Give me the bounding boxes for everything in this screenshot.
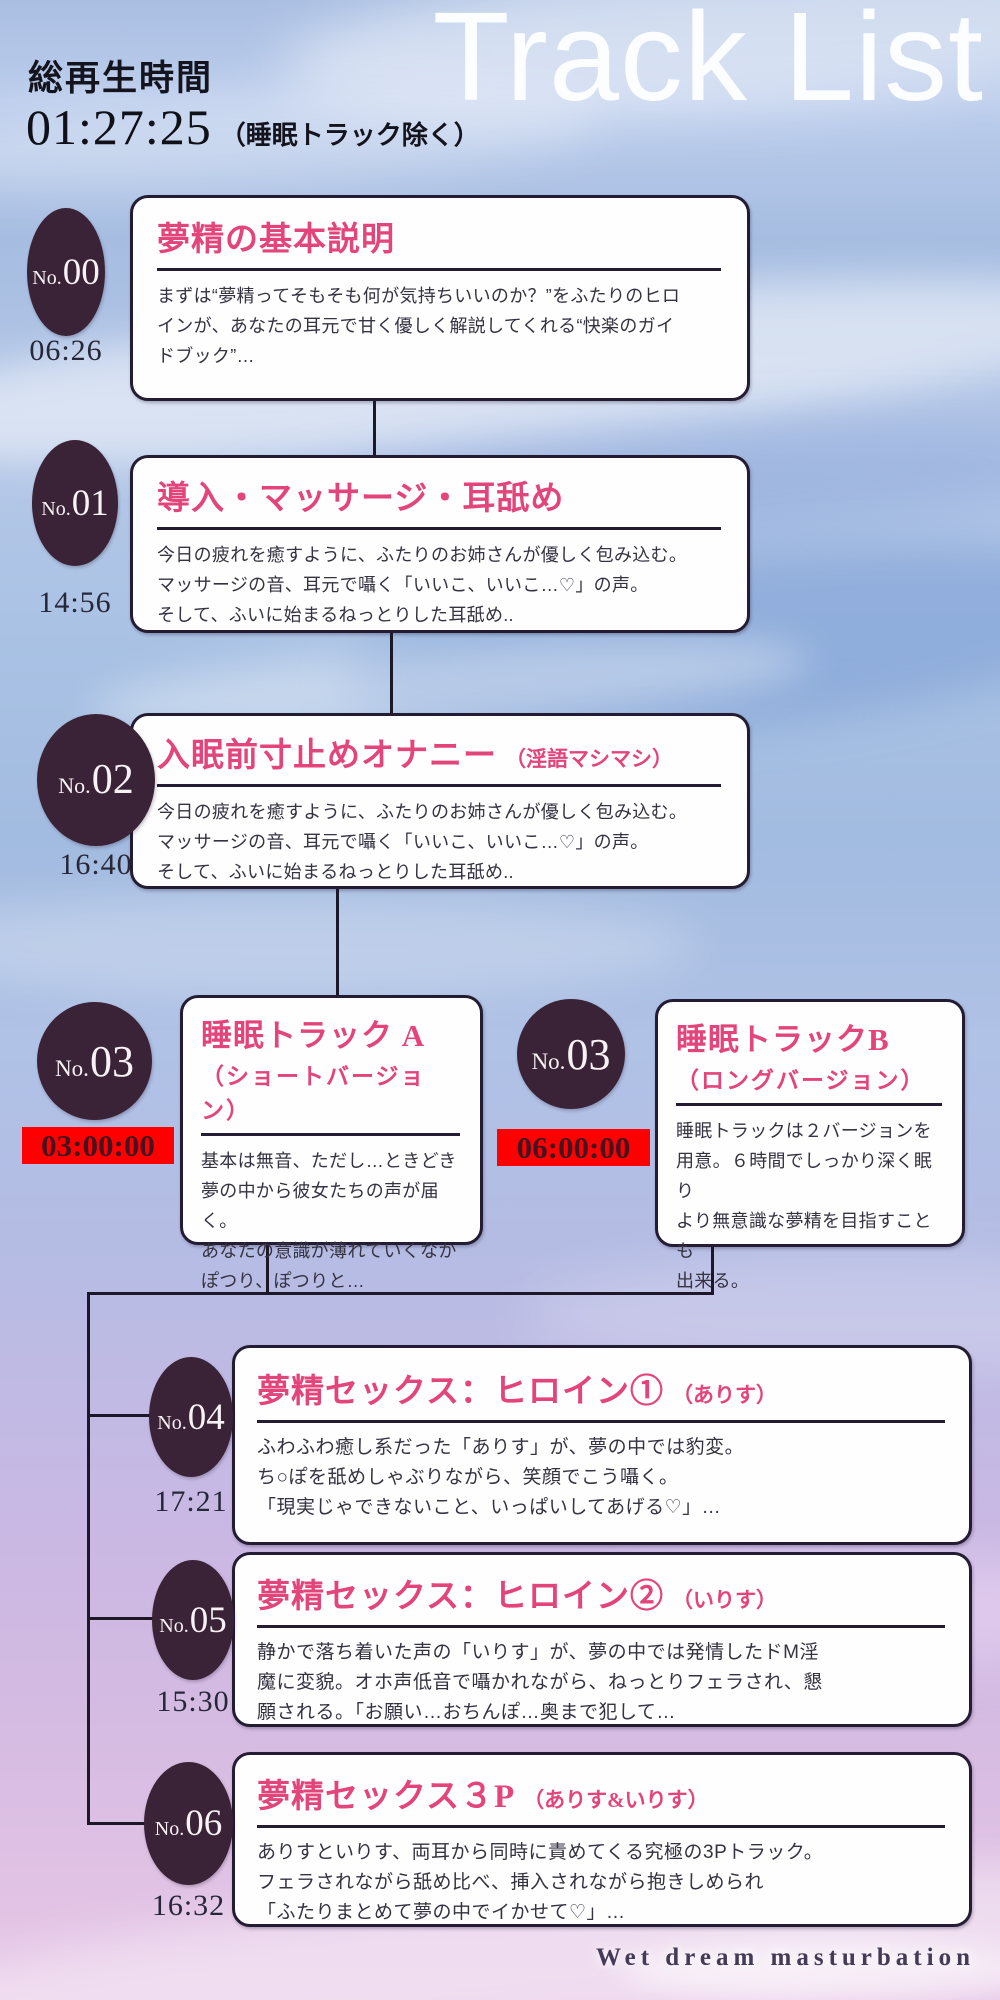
track-title: 夢精セックス：ヒロイン② xyxy=(257,1579,665,1615)
connector-line xyxy=(87,1292,714,1295)
track-title: 夢精の基本説明 xyxy=(157,222,395,258)
track-number-badge-04: No.04 xyxy=(149,1357,233,1477)
track-card-03a: 睡眠トラック A （ショートバージョン） 基本は無音、ただし…ときどき 夢の中か… xyxy=(180,995,483,1291)
track-card-05: 夢精セックス：ヒロイン② （いりす） 静かで落ち着いた声の「いりす」が、夢の中で… xyxy=(232,1552,972,1727)
track-description: ありすといりす、両耳から同時に責めてくる究極の3Pトラック。 フェラされながら舐… xyxy=(257,1842,824,1923)
total-playtime-value: 01:27:25 xyxy=(26,99,212,155)
track-title-note: （いりす） xyxy=(672,1588,778,1612)
connector-line xyxy=(266,1243,269,1295)
track-number-value: 03 xyxy=(566,1029,611,1079)
track-duration-04: 17:21 xyxy=(154,1485,228,1518)
track-number-prefix: No. xyxy=(157,1411,187,1434)
track-number-badge-00: No.00 xyxy=(27,208,105,336)
title-divider xyxy=(201,1133,460,1136)
track-title: 睡眠トラックB xyxy=(676,1022,890,1057)
track-title: 夢精セックス：ヒロイン① xyxy=(257,1374,665,1410)
track-duration-01: 14:56 xyxy=(38,586,112,619)
track-number-value: 03 xyxy=(89,1036,134,1086)
footer-caption: Wet dream masturbation xyxy=(596,1944,975,1971)
track-number-badge-05: No.05 xyxy=(152,1560,234,1680)
title-divider xyxy=(157,527,721,530)
track-duration-highlight-03b: 06:00:00 xyxy=(497,1129,650,1166)
track-duration-00: 06:26 xyxy=(29,334,103,367)
title-divider xyxy=(157,784,721,787)
track-duration-highlight-03a: 03:00:00 xyxy=(22,1127,174,1164)
track-card-03b: 睡眠トラックB （ロングバージョン） 睡眠トラックは２バージョンを 用意。６時間… xyxy=(655,999,965,1291)
track-description: まずは“夢精ってそもそも何が気持ちいいのか？”をふたりのヒロ インが、あなたの耳… xyxy=(157,286,681,366)
track-number-badge-03a: No.03 xyxy=(37,1002,152,1120)
track-number-value: 05 xyxy=(189,1599,227,1641)
connector-line xyxy=(711,1245,714,1295)
track-description: 今日の疲れを癒すように、ふたりのお姉さんが優しく包み込む。 マッサージの音、耳元… xyxy=(157,545,688,625)
track-number-prefix: No. xyxy=(531,1048,566,1074)
track-number-value: 02 xyxy=(91,757,134,803)
track-title: 導入・マッサージ・耳舐め xyxy=(157,481,565,517)
connector-line xyxy=(373,399,376,457)
track-subtitle: （ショートバージョン） xyxy=(201,1064,426,1123)
connector-line xyxy=(87,1292,90,1825)
track-number-value: 00 xyxy=(62,251,100,293)
track-number-badge-01: No.01 xyxy=(32,440,118,566)
track-number-prefix: No. xyxy=(32,266,62,289)
track-card-02: 入眠前寸止めオナニー （淫語マシマシ） 今日の疲れを癒すように、ふたりのお姉さん… xyxy=(130,713,750,889)
track-description: 今日の疲れを癒すように、ふたりのお姉さんが優しく包み込む。 マッサージの音、耳元… xyxy=(157,802,688,882)
connector-line xyxy=(390,631,393,715)
title-divider xyxy=(676,1103,942,1106)
track-number-value: 04 xyxy=(187,1396,225,1438)
track-number-prefix: No. xyxy=(55,1055,89,1081)
track-description: ふわふわ癒し系だった「ありす」が、夢の中では豹変。 ち○ぽを舐めしゃぶりながら、… xyxy=(257,1437,745,1518)
connector-line xyxy=(336,886,339,997)
track-number-value: 06 xyxy=(185,1803,223,1844)
track-number-badge-02: No.02 xyxy=(37,714,155,846)
title-divider xyxy=(157,268,721,271)
track-number-prefix: No. xyxy=(154,1818,185,1840)
track-description: 静かで落ち着いた声の「いりす」が、夢の中では発情したドM淫 魔に変貌。オホ声低音… xyxy=(257,1642,823,1723)
track-duration-02: 16:40 xyxy=(59,848,133,881)
track-number-value: 01 xyxy=(71,482,109,524)
track-title: 睡眠トラック A xyxy=(201,1018,426,1053)
track-card-00: 夢精の基本説明 まずは“夢精ってそもそも何が気持ちいいのか？”をふたりのヒロ イ… xyxy=(130,195,750,401)
track-duration-05: 15:30 xyxy=(156,1685,230,1718)
wave-decoration xyxy=(0,895,700,995)
track-title: 夢精セックス３P xyxy=(257,1779,516,1815)
page-title: Track List xyxy=(432,0,984,127)
track-title-note: （ありす） xyxy=(672,1383,778,1407)
track-description: 基本は無音、ただし…ときどき 夢の中から彼女たちの声が届く。 あなたの意識が薄れ… xyxy=(201,1151,457,1291)
track-card-04: 夢精セックス：ヒロイン① （ありす） ふわふわ癒し系だった「ありす」が、夢の中で… xyxy=(232,1345,972,1545)
title-divider xyxy=(257,1420,945,1423)
track-number-prefix: No. xyxy=(58,773,91,798)
track-subtitle: （ロングバージョン） xyxy=(676,1068,926,1093)
track-description: 睡眠トラックは２バージョンを 用意。６時間でしっかり深く眠り より無意識な夢精を… xyxy=(676,1121,933,1291)
track-number-badge-06: No.06 xyxy=(144,1762,233,1885)
track-card-01: 導入・マッサージ・耳舐め 今日の疲れを癒すように、ふたりのお姉さんが優しく包み込… xyxy=(130,455,750,633)
track-duration-06: 16:32 xyxy=(151,1889,226,1922)
track-card-06: 夢精セックス３P （ありす&いりす） ありすといりす、両耳から同時に責めてくる究… xyxy=(232,1752,972,1927)
total-playtime-note: （睡眠トラック除く） xyxy=(219,121,480,150)
track-number-prefix: No. xyxy=(41,497,71,520)
track-number-prefix: No. xyxy=(159,1614,189,1637)
track-title: 入眠前寸止めオナニー xyxy=(157,738,497,774)
track-title-note: （ありす&いりす） xyxy=(523,1788,709,1812)
total-playtime-label: 総再生時間 xyxy=(28,59,214,98)
track-number-badge-03b: No.03 xyxy=(517,999,625,1109)
title-divider xyxy=(257,1625,945,1628)
track-title-note: （淫語マシマシ） xyxy=(505,747,673,771)
title-divider xyxy=(257,1825,945,1828)
total-playtime-row: 01:27:25 （睡眠トラック除く） xyxy=(26,98,480,156)
